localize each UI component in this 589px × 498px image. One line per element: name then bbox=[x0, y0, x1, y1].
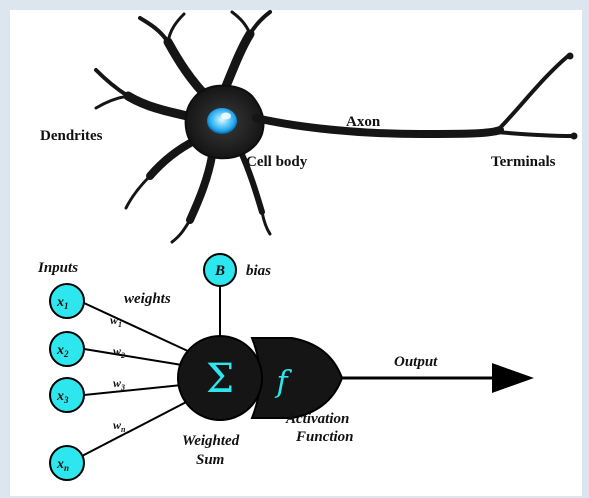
input-symbol: x bbox=[56, 343, 64, 358]
inputs-label: Inputs bbox=[37, 260, 78, 276]
svg-text:w1: w1 bbox=[110, 313, 122, 329]
input-symbol: x bbox=[56, 295, 64, 310]
bias-node: B bbox=[204, 254, 236, 286]
activation-label-line2: Function bbox=[295, 429, 354, 445]
bias-label: bias bbox=[246, 263, 271, 279]
terminal-knob-top bbox=[567, 53, 574, 60]
input-subscript: n bbox=[64, 463, 69, 473]
dendrites-label: Dendrites bbox=[40, 128, 103, 144]
perceptron-diagram: Inputs weights x1 x2 x3 xn w1 w2 bbox=[37, 254, 528, 480]
input-node: x1 bbox=[50, 284, 84, 318]
input-subscript: 1 bbox=[64, 301, 69, 311]
weight-subscript: 2 bbox=[120, 351, 125, 360]
axon-label: Axon bbox=[346, 114, 381, 130]
axon-terminals bbox=[496, 56, 572, 136]
svg-text:w3: w3 bbox=[113, 376, 125, 392]
activation-node bbox=[252, 338, 342, 418]
svg-text:wn: wn bbox=[113, 418, 126, 434]
activation-label-line1: Activation bbox=[285, 411, 349, 427]
summation-symbol: Σ bbox=[206, 356, 234, 402]
input-node: x2 bbox=[50, 332, 84, 366]
input-subscript: 3 bbox=[63, 395, 69, 405]
neuron-illustration: Dendrites Axon Cell body Terminals bbox=[40, 12, 578, 242]
terminal-knob-right bbox=[571, 133, 578, 140]
weight-subscript: n bbox=[121, 425, 126, 434]
bias-symbol: B bbox=[214, 263, 225, 279]
weights-label: weights bbox=[124, 291, 171, 307]
weight-subscript: 3 bbox=[120, 383, 125, 392]
svg-text:w2: w2 bbox=[113, 344, 125, 360]
input-node: xn bbox=[50, 446, 84, 480]
cell-body-label: Cell body bbox=[246, 154, 308, 170]
weighted-sum-label-line2: Sum bbox=[196, 452, 224, 468]
neuron-perceptron-diagram: Dendrites Axon Cell body Terminals Input… bbox=[10, 10, 582, 496]
input-symbol: x bbox=[56, 389, 64, 404]
weight-subscript: 1 bbox=[118, 320, 122, 329]
diagram-canvas: Dendrites Axon Cell body Terminals Input… bbox=[10, 10, 582, 496]
nucleus-highlight bbox=[221, 113, 231, 120]
input-subscript: 2 bbox=[63, 349, 69, 359]
input-symbol: x bbox=[56, 457, 64, 472]
input-node: x3 bbox=[50, 378, 84, 412]
output-label: Output bbox=[394, 354, 438, 370]
terminals-label: Terminals bbox=[491, 154, 556, 170]
weighted-sum-label-line1: Weighted bbox=[182, 433, 240, 449]
nucleus bbox=[207, 108, 237, 134]
